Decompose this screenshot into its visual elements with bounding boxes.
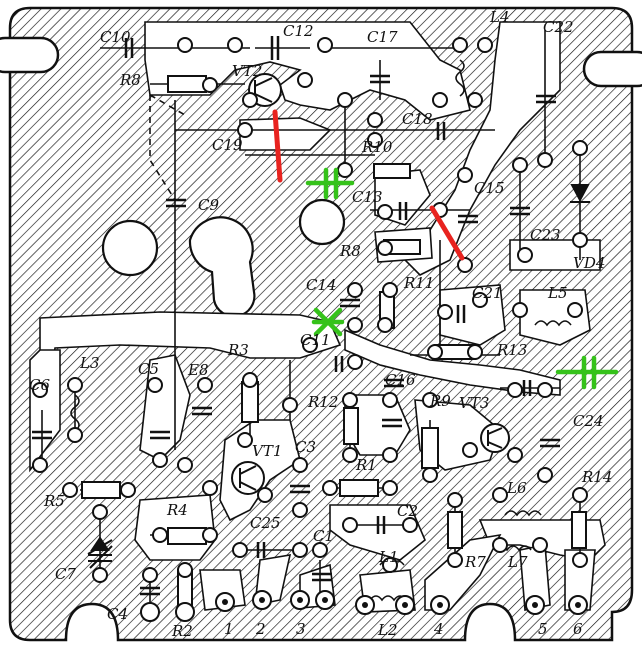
terminal-2: 2	[255, 620, 266, 638]
label-L1: L1	[378, 548, 399, 566]
label-R8-mid: R8	[339, 242, 361, 260]
label-L7: L7	[507, 553, 528, 571]
label-R3: R3	[227, 341, 249, 359]
mounting-slot-top-right	[582, 50, 642, 88]
label-L5: L5	[547, 284, 568, 302]
component-labels: C10 C12 C17 L4 C22 R8 VT2 C19 C18 R10 C1…	[29, 8, 612, 640]
terminal-3: 3	[296, 620, 306, 638]
label-R13: R13	[496, 341, 527, 359]
label-C6: C6	[29, 376, 50, 394]
trace-cut-marks	[272, 109, 465, 261]
added-capacitor-mark-right	[555, 355, 619, 390]
label-C15: C15	[474, 179, 505, 197]
label-R8-top: R8	[119, 71, 141, 89]
added-capacitor-mark-center	[311, 307, 345, 337]
label-C10: C10	[100, 28, 131, 46]
label-L6: L6	[506, 479, 527, 497]
label-C9: C9	[198, 196, 219, 214]
added-capacitor-mark-top	[305, 167, 355, 200]
label-C25: C25	[250, 514, 281, 532]
label-R14: R14	[581, 468, 612, 486]
label-C24: C24	[573, 412, 604, 430]
label-C7: C7	[55, 565, 76, 583]
terminal-6: 6	[573, 620, 583, 638]
semiconductor-symbols	[87, 73, 590, 555]
label-E8: E8	[187, 361, 209, 379]
label-R10: R10	[361, 138, 393, 156]
label-C19: C19	[212, 136, 243, 154]
trimmer-capacitor-symbol	[88, 545, 113, 569]
mounting-slot-top-left	[0, 36, 60, 74]
resistor-bodies	[81, 75, 587, 607]
board-keyhole	[188, 216, 256, 318]
trace-cut-mark-1	[272, 109, 283, 183]
capacitor-symbols	[32, 36, 560, 596]
label-L2: L2	[377, 621, 398, 639]
label-C2: C2	[397, 502, 418, 520]
label-C1: C1	[313, 527, 334, 545]
label-R1: R1	[355, 456, 377, 474]
added-capacitor-marks	[305, 167, 619, 390]
label-R5: R5	[43, 492, 65, 510]
label-C5: C5	[138, 360, 159, 378]
label-C18: C18	[402, 110, 433, 128]
label-R12: R12	[307, 393, 338, 411]
terminal-5: 5	[538, 620, 548, 638]
label-R9: R9	[429, 392, 451, 410]
label-VD4: VD4	[573, 254, 605, 272]
label-C14: C14	[306, 276, 337, 294]
terminal-numbers: 1 2 3 4 5 6	[224, 620, 583, 638]
label-L3: L3	[79, 354, 100, 372]
terminal-4: 4	[433, 620, 444, 638]
board-hole-left	[101, 219, 159, 277]
label-C17: C17	[367, 28, 398, 46]
terminal-1: 1	[224, 620, 234, 638]
trace-cut-mark-2	[429, 205, 465, 261]
label-VT1: VT1	[252, 442, 282, 460]
copper-traces	[29, 21, 606, 613]
board-hole-center	[298, 198, 346, 246]
label-VT3: VT3	[459, 394, 489, 412]
label-C11: C11	[300, 331, 331, 349]
label-R4: R4	[166, 501, 188, 519]
label-C23: C23	[530, 226, 561, 244]
label-C4: C4	[107, 605, 128, 623]
label-C12: C12	[283, 22, 314, 40]
label-R2: R2	[171, 622, 193, 640]
label-C22: C22	[543, 18, 574, 36]
label-C16: C16	[385, 371, 416, 389]
label-C21: C21	[472, 284, 503, 302]
label-C13: C13	[352, 188, 383, 206]
label-L4: L4	[489, 8, 510, 26]
solder-pads	[32, 37, 588, 622]
label-R11: R11	[403, 274, 434, 292]
label-C3: C3	[295, 438, 316, 456]
label-VT2: VT2	[232, 62, 262, 80]
label-R7: R7	[464, 553, 486, 571]
